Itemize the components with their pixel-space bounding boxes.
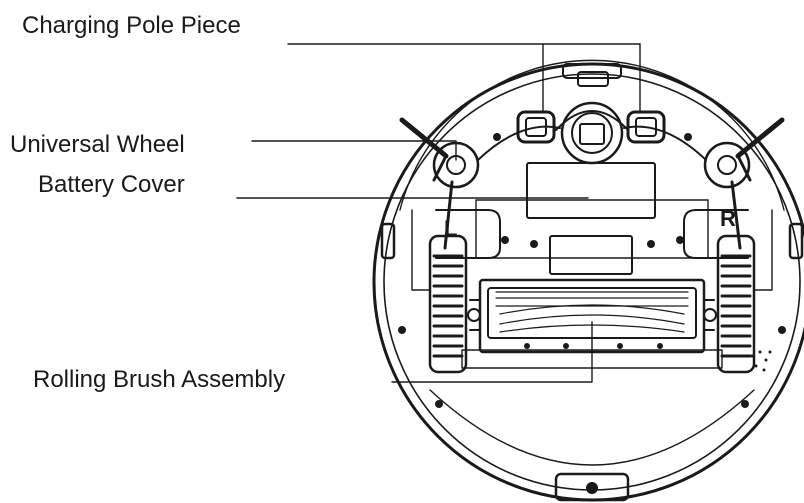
left-panel [435,209,501,259]
leader-universal-wheel [251,140,457,161]
leader-rolling-brush [391,321,593,383]
right-panel [683,209,749,259]
lower-bumper-arc [429,389,755,466]
outer-shell [372,62,804,502]
label-charging-pole-piece: Charging Pole Piece [22,12,241,39]
label-rolling-brush-assembly: Rolling Brush Assembly [33,366,286,393]
panel-letter-left: L [444,216,457,241]
panel-letter-right: R [720,206,736,231]
battery-cover [526,162,656,219]
sensor-window [549,235,633,275]
right-drive-wheel [716,234,756,374]
label-universal-wheel: Universal Wheel [10,131,185,158]
chassis-frame [475,199,709,259]
top-tab [562,63,622,79]
bottom-tab [554,472,630,502]
left-drive-wheel [428,234,468,374]
inner-shell [383,73,801,491]
label-battery-cover: Battery Cover [38,171,185,198]
bumper-ring [399,59,785,211]
side-brush-right-hub [703,141,751,189]
